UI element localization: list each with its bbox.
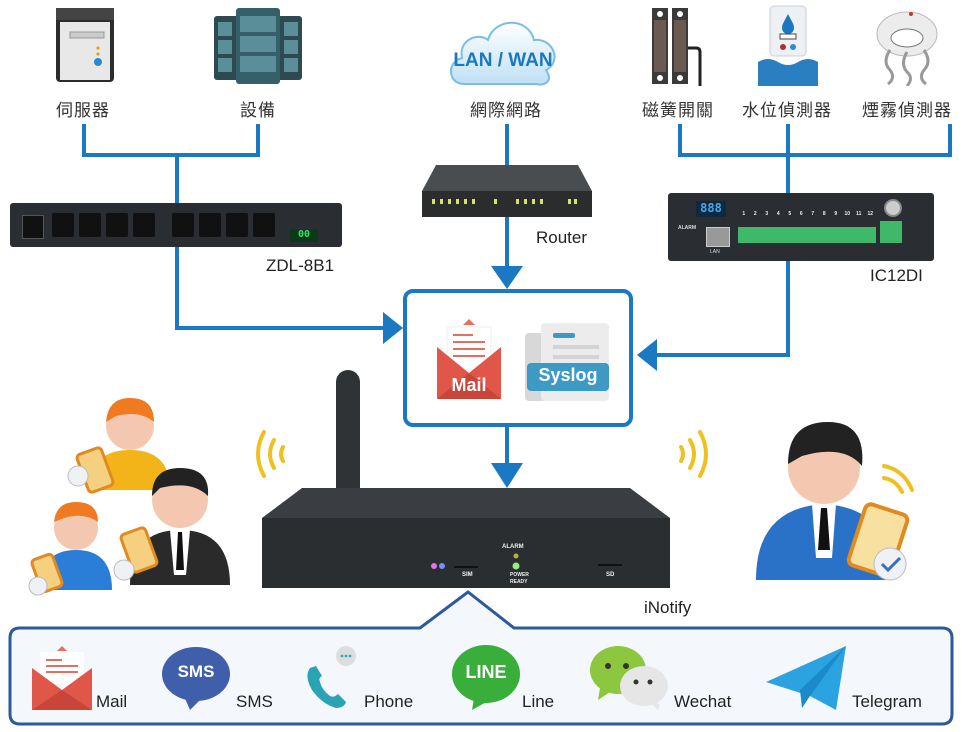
wire-left-sources [82, 124, 260, 157]
user-manager-icon [756, 422, 914, 581]
telegram-icon [766, 646, 848, 710]
hub-syslog-label: Syslog [538, 365, 598, 385]
io-channel-number: 7 [811, 211, 815, 217]
source-label-smoke-sensor: 煙霧偵測器 [862, 101, 952, 121]
cloud-icon: LAN / WAN [444, 6, 562, 88]
syslog-document-icon: Syslog [525, 319, 611, 405]
channel-label-phone: Phone [364, 692, 414, 711]
cloud-text: LAN / WAN [453, 50, 553, 71]
wire-pdu-to-hub [175, 246, 385, 330]
io-channel-number: 11 [856, 211, 862, 217]
channel-label-telegram: Telegram [852, 692, 922, 711]
io-channel-number: 1 [742, 211, 746, 217]
water-level-sensor-icon [756, 4, 820, 86]
outlet-icon [52, 213, 74, 237]
arrow-down-icon [491, 463, 523, 488]
io-channel-number: 5 [788, 211, 792, 217]
inotify-label: iNotify [644, 598, 692, 617]
wire-right-sources [678, 124, 952, 157]
outlet-group [52, 213, 275, 237]
user-group-icon [28, 398, 230, 596]
inotify-ready-label: READY [510, 579, 528, 585]
notification-hub: Mail Syslog [403, 289, 633, 427]
wire-io-to-hub [655, 260, 790, 357]
arrow-down-icon [491, 266, 523, 289]
inotify-device: ALARM SIM POWER READY SD [262, 488, 670, 588]
source-label-water-sensor: 水位偵測器 [742, 101, 832, 121]
io-channel-number: 6 [799, 211, 803, 217]
signal-waves-right-icon [679, 430, 708, 478]
inotify-sd-label: SD [606, 572, 615, 578]
power-switch-icon [22, 215, 44, 239]
arrow-left-icon [637, 339, 657, 371]
arrow-right-icon [383, 312, 403, 344]
channel-label-sms: SMS [236, 692, 273, 711]
inotify-sim-label: SIM [462, 572, 473, 578]
magnetic-contact-icon [650, 6, 702, 86]
antenna [336, 370, 360, 494]
server-tower-icon [54, 6, 116, 84]
check-badge-icon [873, 547, 907, 581]
source-label-equipment: 設備 [240, 101, 276, 121]
outlet-icon [199, 213, 221, 237]
io-channel-number: 2 [753, 211, 757, 217]
source-label-magnetic-switch: 磁簧開關 [642, 101, 714, 121]
hub-mail-label: Mail [451, 375, 487, 395]
signal-waves-left-icon [256, 430, 285, 478]
inotify-alarm-label: ALARM [502, 544, 524, 550]
inotify-power-label: POWER [510, 572, 529, 578]
io-channel-number: 3 [765, 211, 769, 217]
terminal-block [738, 227, 876, 243]
pdu-device: 00 [10, 203, 342, 247]
pdu-label: ZDL-8B1 [266, 256, 335, 275]
outlet-icon [133, 213, 155, 237]
channel-label-line: Line [522, 692, 555, 711]
io-channel-number: 9 [834, 211, 838, 217]
source-label-network: 網際網路 [470, 101, 542, 121]
outlet-icon [226, 213, 248, 237]
io-lan-label: LAN [710, 249, 720, 255]
sms-icon-text: SMS [177, 662, 215, 681]
io-channel-number: 10 [844, 211, 851, 217]
io-channel-number: 4 [776, 211, 780, 217]
power-terminal [880, 221, 902, 243]
check-badge-icon [28, 465, 135, 596]
server-rack-icon [214, 8, 302, 84]
outlet-icon [79, 213, 101, 237]
io-channel-number: 12 [867, 211, 874, 217]
io-display: 888 [696, 201, 726, 217]
outlet-icon [172, 213, 194, 237]
channel-label-wechat: Wechat [674, 692, 732, 711]
lan-port-icon [706, 227, 730, 247]
mail-icon [32, 646, 92, 710]
pdu-display: 00 [290, 229, 318, 242]
line-icon-text: LINE [465, 662, 507, 682]
mail-envelope-icon: Mail [437, 319, 501, 405]
wechat-icon [590, 644, 670, 710]
router-device [422, 165, 592, 217]
source-label-server: 伺服器 [56, 101, 110, 121]
router-label: Router [536, 228, 588, 247]
io-channel-number: 8 [822, 211, 826, 217]
outlet-icon [106, 213, 128, 237]
phone-icon [304, 646, 360, 710]
io-alarm-label: ALARM [678, 225, 697, 231]
io-label: IC12DI [870, 266, 923, 285]
user-black-suit [130, 468, 230, 585]
smoke-detector-icon [874, 4, 940, 87]
channel-label-mail: Mail [96, 692, 128, 711]
sms-bubble-icon: SMS [162, 646, 232, 710]
dc-jack-icon [884, 199, 902, 217]
outlet-icon [253, 213, 275, 237]
line-icon: LINE [450, 644, 522, 710]
